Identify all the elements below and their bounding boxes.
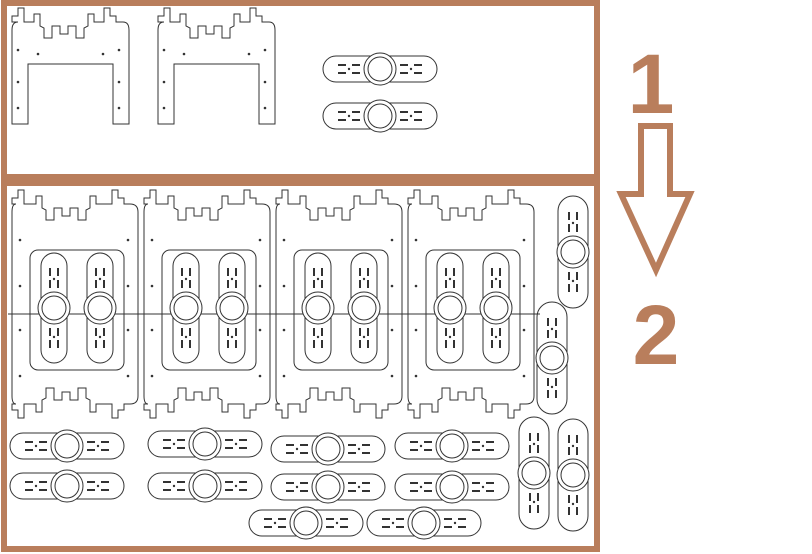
servo-horn-vertical	[556, 195, 590, 309]
sheet-2-group	[8, 189, 590, 540]
servo-horn-vertical	[556, 418, 590, 532]
servo-horn	[366, 506, 482, 540]
servo-horn-vertical	[301, 252, 335, 364]
servo-horn-vertical	[479, 252, 513, 364]
servo-horn-vertical	[169, 252, 203, 364]
servo-horn	[248, 506, 364, 540]
frame-plate	[407, 189, 535, 419]
inner-horn-pair	[161, 249, 257, 371]
servo-horn	[270, 470, 386, 504]
servo-horn	[9, 429, 125, 463]
frame-plate	[275, 189, 403, 419]
frame-plate	[11, 7, 130, 125]
frame-plate	[143, 189, 271, 419]
servo-horn	[394, 470, 510, 504]
servo-horn	[322, 52, 438, 86]
inner-horn-pair	[293, 249, 389, 371]
servo-horn	[394, 429, 510, 463]
servo-horn	[147, 469, 263, 503]
frame-plate	[157, 7, 276, 125]
sheet-2-frame	[1, 180, 600, 552]
step-label-1: 1	[628, 37, 675, 131]
frame-plate	[11, 189, 139, 419]
servo-horn-vertical	[347, 252, 381, 364]
servo-horn-vertical	[215, 252, 249, 364]
down-arrow-outline-icon	[616, 123, 695, 278]
sheet-frames	[1, 0, 600, 552]
servo-horn-vertical	[37, 252, 71, 364]
inner-horn-pair	[425, 249, 521, 371]
step-indicator: 1 2	[616, 37, 695, 382]
inner-horn-pair	[29, 249, 125, 371]
servo-horn-vertical	[517, 416, 551, 530]
sheet-1-frame	[1, 0, 600, 180]
servo-horn-vertical	[433, 252, 467, 364]
servo-horn	[270, 432, 386, 466]
servo-horn	[9, 469, 125, 503]
servo-horn	[322, 99, 438, 133]
sheet-1-group	[11, 7, 438, 133]
step-label-2: 2	[633, 288, 680, 382]
servo-horn	[147, 427, 263, 461]
servo-horn-vertical	[535, 301, 569, 415]
servo-horn-vertical	[83, 252, 117, 364]
